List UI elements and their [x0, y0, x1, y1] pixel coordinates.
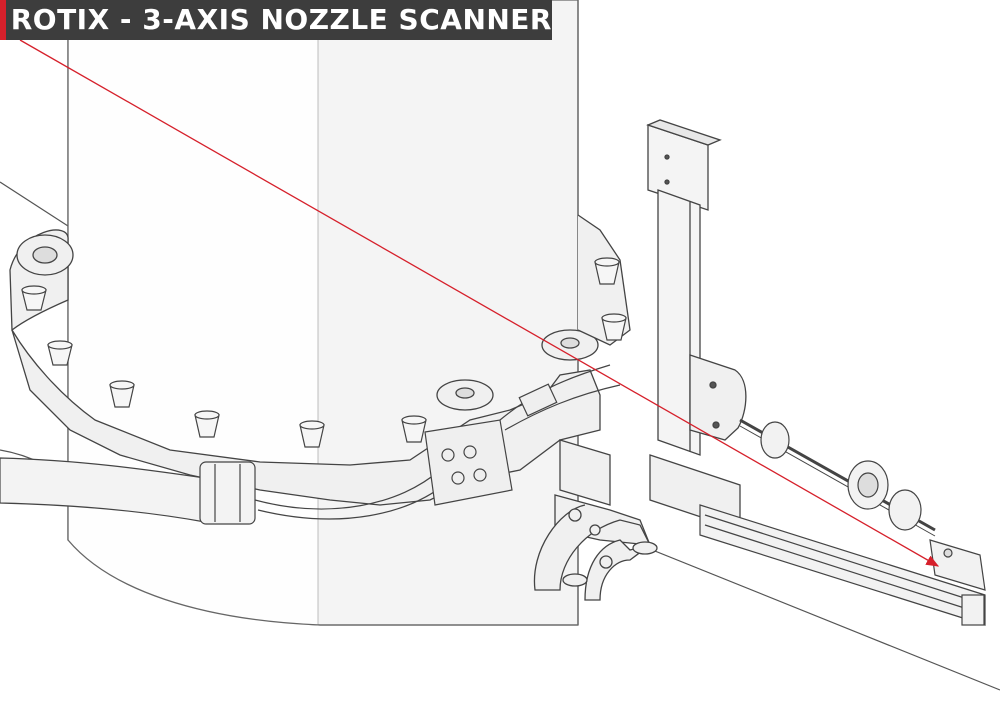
nozzle-cylinder	[67, 0, 579, 626]
callout-line	[19, 39, 940, 567]
cable-hose	[0, 457, 451, 525]
title-bar: ROTIX - 3-AXIS NOZZLE SCANNER	[0, 0, 552, 40]
linear-rail	[699, 418, 986, 626]
roller-knobs	[21, 257, 627, 448]
diagram-title: ROTIX - 3-AXIS NOZZLE SCANNER	[10, 3, 552, 36]
title-accent	[0, 0, 6, 40]
connector-block	[424, 364, 621, 506]
probe-arm	[533, 504, 658, 601]
